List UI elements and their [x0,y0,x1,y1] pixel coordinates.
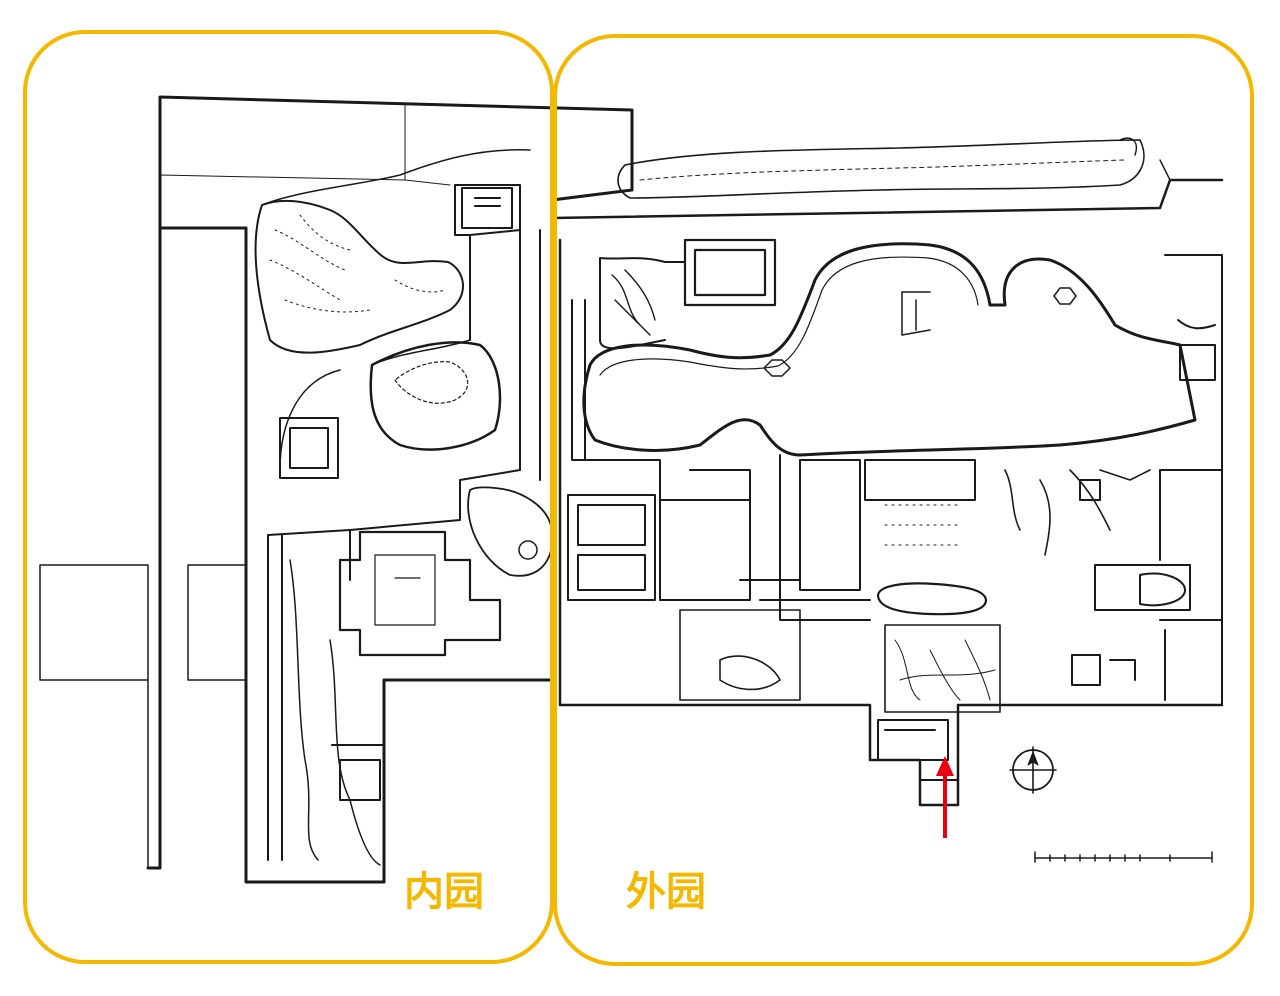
south-rock-court-texture [894,639,996,701]
outer-east-hall [1079,479,1191,611]
south-rock-court [884,624,1001,713]
outer-pond-inner-line [599,256,979,376]
south-small-pond [876,582,988,616]
rockery-texture [269,214,446,313]
entrance-gatehouse [877,719,959,781]
inner-small-pavilion [518,540,538,560]
outer-se-pavilion [1071,654,1136,686]
north-lot-lines [159,104,451,229]
inner-east-rockery [467,486,554,577]
outer-south-courtyard [679,609,801,701]
island-square-pavilion [901,291,931,336]
outer-central-gallery [739,454,871,621]
outer-sw-halls [567,494,656,601]
outer-nw-rockwork [611,269,656,336]
north-arrow-icon [1009,746,1057,794]
north-rock-strip [617,139,1145,199]
outer-west-gallery [571,299,661,601]
outer-east-garden-rocks [1004,469,1151,556]
inner-garden-label: 内园 [404,869,484,915]
outer-east-gallery [1164,254,1223,471]
west-long-gallery [267,529,351,861]
inner-pond [369,341,502,451]
inner-south-pavilion [331,744,385,866]
inner-hall-inner-room [374,554,436,626]
north-rock-strip-texture [639,159,1126,181]
inner-gallery-to-outer [349,469,521,531]
inner-pavilion-north [461,187,513,229]
central-hall-block [799,459,976,591]
outer-main-pond [582,242,1197,457]
scale-bar-icon [1034,851,1213,863]
inner-main-hall [338,530,502,657]
outer-garden-frame [553,34,1254,966]
outer-north-east-rocks [1119,137,1171,181]
outer-nw-pavilion [683,238,777,307]
entrance-arrow-icon [936,756,954,838]
hexagonal-pavilion-west [763,359,791,377]
inner-garden-frame [23,30,554,964]
outer-south-hall [659,469,751,601]
outer-garden-plan [550,137,1224,807]
inner-west-pavilion [279,417,339,479]
central-hall-columns [884,504,961,546]
inner-garden-plan [39,95,634,884]
hexagonal-pavilion-east [1053,287,1077,305]
pond-island [394,361,469,404]
west-annex-block [39,564,247,869]
rockery-hill [254,199,464,354]
inner-covered-walkway [454,184,541,481]
outer-garden-label: 外园 [626,869,706,915]
outer-nw-winding-path [599,257,686,350]
west-gallery-rockwork [289,559,381,866]
